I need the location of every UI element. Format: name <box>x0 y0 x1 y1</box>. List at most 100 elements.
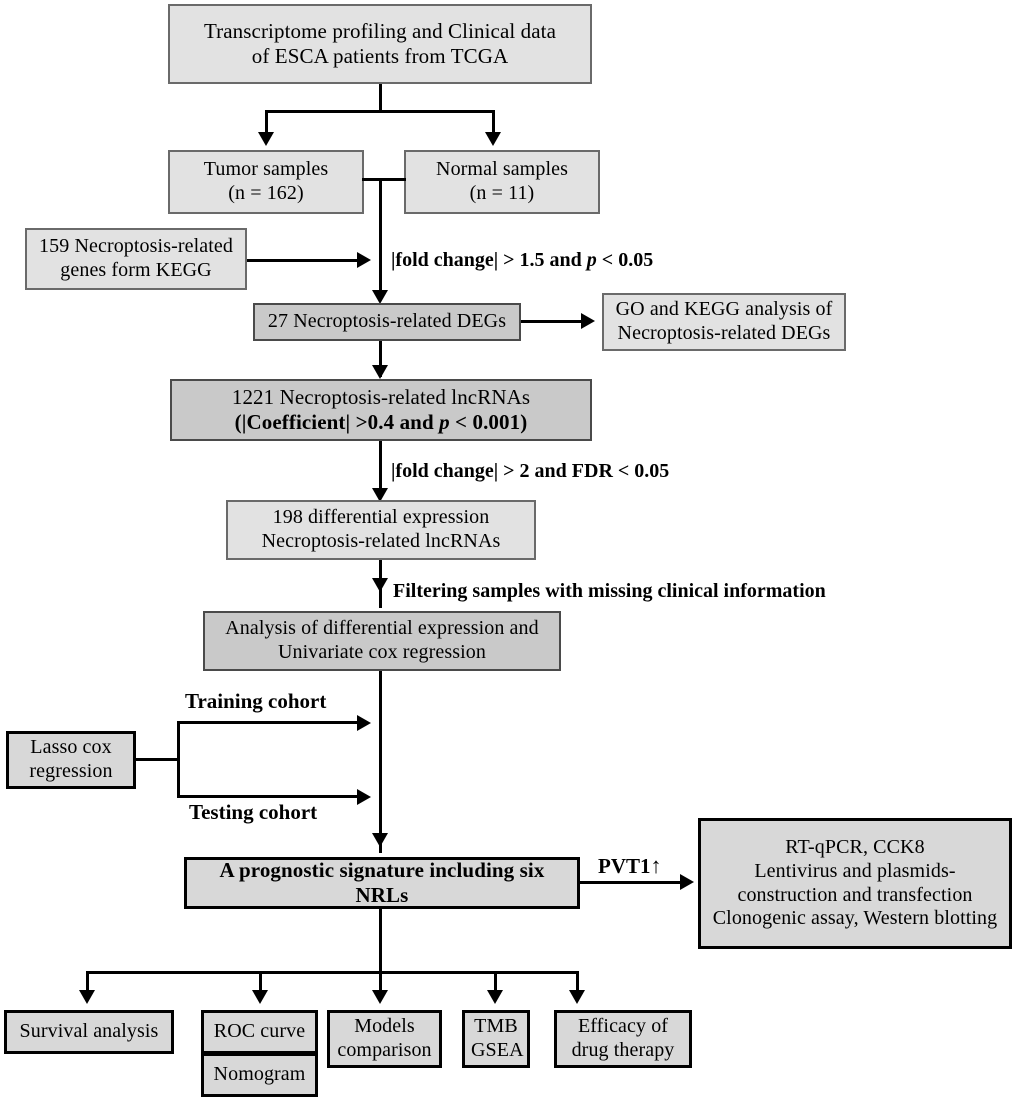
edge-label-fold-change-2: |fold change| > 2 and FDR < 0.05 <box>391 461 669 481</box>
arrowhead-kegg-to-main <box>357 252 371 268</box>
node-models-comparison: Models comparison <box>327 1010 442 1068</box>
node-nomogram-line1: Nomogram <box>213 1063 306 1086</box>
arrowhead-models <box>372 990 388 1004</box>
connector-drop-survival <box>86 971 89 993</box>
node-tmb-gsea: TMB GSEA <box>462 1010 530 1068</box>
connector-signature-down <box>379 909 382 974</box>
node-lncrnas: 1221 Necroptosis-related lncRNAs (|Coeff… <box>170 379 592 441</box>
connector-training-arm <box>177 721 359 724</box>
node-experiments-line4: Clonogenic assay, Western blotting <box>712 907 998 930</box>
node-degs-line1: 27 Necroptosis-related DEGs <box>267 310 507 333</box>
arrowhead-survival <box>79 990 95 1004</box>
connector-signature-to-experiments <box>580 881 682 884</box>
node-normal-samples: Normal samples (n = 11) <box>404 150 600 214</box>
node-models-line2: comparison <box>337 1039 432 1061</box>
node-go-kegg-analysis: GO and KEGG analysis of Necroptosis-rela… <box>602 293 846 351</box>
connector-analysis-down <box>379 671 382 853</box>
node-experiments-line1: RT-qPCR, CCK8 <box>785 836 925 859</box>
edge-label-testing-text: Testing cohort <box>189 800 318 824</box>
edge-label-fold-change-1-pre: |fold change| > 1.5 and <box>391 249 587 271</box>
edge-label-filtering-text: Filtering samples with missing clinical … <box>393 580 826 602</box>
node-lncrnas-line2-ital: p <box>439 410 450 434</box>
arrowhead-drug <box>569 990 585 1004</box>
node-tumor-samples: Tumor samples (n = 162) <box>168 150 364 214</box>
arrowhead-testing-cohort <box>357 789 371 805</box>
node-tumor-line1: Tumor samples <box>203 158 329 181</box>
node-analysis: Analysis of differential expression and … <box>203 611 561 671</box>
node-lncrnas-line2-post: < 0.001) <box>449 410 528 434</box>
node-lncrnas-line2-pre: (|Coefficient| >0.4 and <box>234 410 440 434</box>
connector-drop-roc <box>259 971 262 993</box>
arrowhead-roc <box>252 990 268 1004</box>
node-diff-lncrnas: 198 differential expression Necroptosis-… <box>226 500 536 560</box>
edge-label-training-text: Training cohort <box>185 689 327 713</box>
node-source: Transcriptome profiling and Clinical dat… <box>168 4 592 84</box>
node-survival-analysis: Survival analysis <box>4 1010 174 1054</box>
node-lasso-cox: Lasso cox regression <box>6 731 136 789</box>
edge-label-fold-change-2-text: |fold change| > 2 and FDR < 0.05 <box>391 460 670 482</box>
node-experiments-line2: Lentivirus and plasmids- <box>754 859 956 882</box>
node-kegg-genes-line2: genes form KEGG <box>60 259 212 281</box>
edge-label-fold-change-1: |fold change| > 1.5 and p < 0.05 <box>391 250 653 270</box>
connector-split-bar-top <box>265 110 495 113</box>
node-go-kegg-line2: Necroptosis-related DEGs <box>617 322 831 344</box>
node-roc-curve: ROC curve <box>201 1010 318 1054</box>
arrowhead-to-signature <box>372 833 388 847</box>
edge-label-testing-cohort: Testing cohort <box>189 802 317 823</box>
node-prognostic-signature: A prognostic signature including six NRL… <box>184 857 580 909</box>
node-models-line1: Models <box>354 1015 415 1038</box>
arrowhead-to-degs <box>372 290 388 304</box>
arrowhead-training-cohort <box>357 715 371 731</box>
arrowhead-to-analysis <box>372 578 388 592</box>
node-source-line2: of ESCA patients from TCGA <box>251 44 509 68</box>
node-normal-line2: (n = 11) <box>469 182 535 204</box>
connector-drop-tmb <box>494 971 497 993</box>
up-arrow-icon: ↑ <box>650 853 662 878</box>
connector-samples-down <box>379 178 382 294</box>
node-go-kegg-line1: GO and KEGG analysis of <box>615 298 833 321</box>
connector-lasso-stem <box>136 758 180 761</box>
arrowhead-degs-to-gokegg <box>581 313 595 329</box>
node-experiments: RT-qPCR, CCK8 Lentivirus and plasmids- c… <box>698 818 1012 949</box>
node-lasso-line2: regression <box>29 760 113 782</box>
node-tumor-line2: (n = 162) <box>228 182 304 204</box>
node-lasso-line1: Lasso cox <box>30 736 112 759</box>
node-normal-line1: Normal samples <box>436 158 568 181</box>
node-diff-lnc-line2: Necroptosis-related lncRNAs <box>261 530 501 552</box>
connector-lncrnas-down <box>379 441 382 497</box>
node-drug-efficacy: Efficacy of drug therapy <box>554 1010 692 1068</box>
node-lncrnas-line2: (|Coefficient| >0.4 and p < 0.001) <box>178 410 584 435</box>
connector-lasso-riser <box>177 721 180 798</box>
connector-drop-drug <box>576 971 579 993</box>
arrowhead-tmb <box>487 990 503 1004</box>
edge-label-training-cohort: Training cohort <box>185 691 326 712</box>
arrowhead-to-experiments <box>680 874 694 890</box>
connector-drop-models <box>379 971 382 993</box>
node-kegg-genes-line1: 159 Necroptosis-related <box>39 235 233 258</box>
arrowhead-to-diff-lnc <box>372 488 388 502</box>
connector-source-down <box>379 84 382 112</box>
connector-kegg-to-main <box>247 259 359 262</box>
edge-label-pvt1-text: PVT1 <box>598 854 651 878</box>
node-signature-line1: A prognostic signature including six NRL… <box>219 858 545 907</box>
arrowhead-to-normal <box>485 132 501 146</box>
connector-degs-down <box>379 341 382 377</box>
node-nomogram: Nomogram <box>201 1053 318 1097</box>
node-kegg-genes: 159 Necroptosis-related genes form KEGG <box>25 228 247 290</box>
connector-bottom-bus <box>86 971 578 974</box>
node-drug-line2: drug therapy <box>571 1039 675 1061</box>
node-analysis-line1: Analysis of differential expression and <box>225 617 539 640</box>
edge-label-fold-change-1-post: < 0.05 <box>596 249 654 271</box>
node-degs: 27 Necroptosis-related DEGs <box>253 303 521 341</box>
arrowhead-to-tumor <box>258 132 274 146</box>
connector-degs-to-gokegg <box>521 320 583 323</box>
node-diff-lnc-line1: 198 differential expression <box>272 506 490 529</box>
edge-label-pvt1: PVT1↑ <box>598 855 662 877</box>
node-drug-line1: Efficacy of <box>577 1015 669 1038</box>
node-tmb-line2: GSEA <box>471 1039 524 1061</box>
node-tmb-line1: TMB <box>474 1015 518 1038</box>
edge-label-filtering: Filtering samples with missing clinical … <box>393 581 826 601</box>
node-roc-line1: ROC curve <box>213 1020 306 1043</box>
edge-label-fold-change-1-ital: p <box>586 249 597 271</box>
